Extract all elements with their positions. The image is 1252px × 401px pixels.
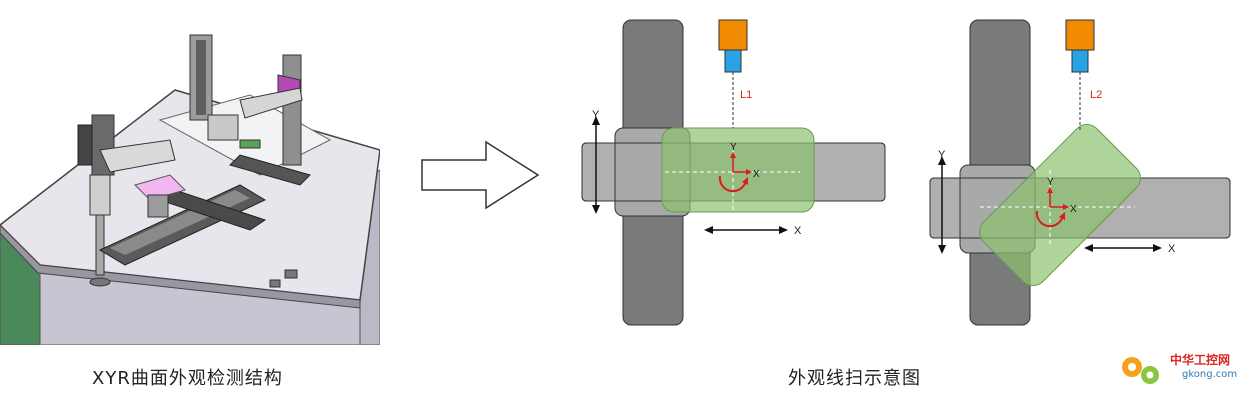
caption-left: XYR曲面外观检测结构 xyxy=(92,368,283,389)
scan-diagram-1: L1 Y X Y X xyxy=(570,0,900,345)
machine-illustration xyxy=(0,0,381,346)
motion-x-label: X xyxy=(1168,243,1176,255)
gear-icon xyxy=(1122,357,1159,384)
axis-x-label: X xyxy=(753,169,760,180)
scan-diagram-2: L2 Y X Y X xyxy=(920,0,1250,345)
hollow-arrow-icon xyxy=(418,140,543,210)
caption-right: 外观线扫示意图 xyxy=(788,368,921,389)
motion-x-label: X xyxy=(794,225,802,237)
sensor-label-l1: L1 xyxy=(740,89,752,101)
axis-y-label: Y xyxy=(730,142,737,153)
axis-y-label: Y xyxy=(1047,177,1054,188)
gkong-watermark-logo: 中华工控网 gkong.com xyxy=(1112,345,1247,393)
motion-y-label: Y xyxy=(938,149,946,161)
motion-y-label: Y xyxy=(592,109,600,121)
watermark-line1: 中华工控网 xyxy=(1170,353,1231,367)
watermark-line2: gkong.com xyxy=(1182,369,1238,380)
sensor-label-l2: L2 xyxy=(1090,89,1102,101)
axis-x-label: X xyxy=(1070,204,1077,215)
